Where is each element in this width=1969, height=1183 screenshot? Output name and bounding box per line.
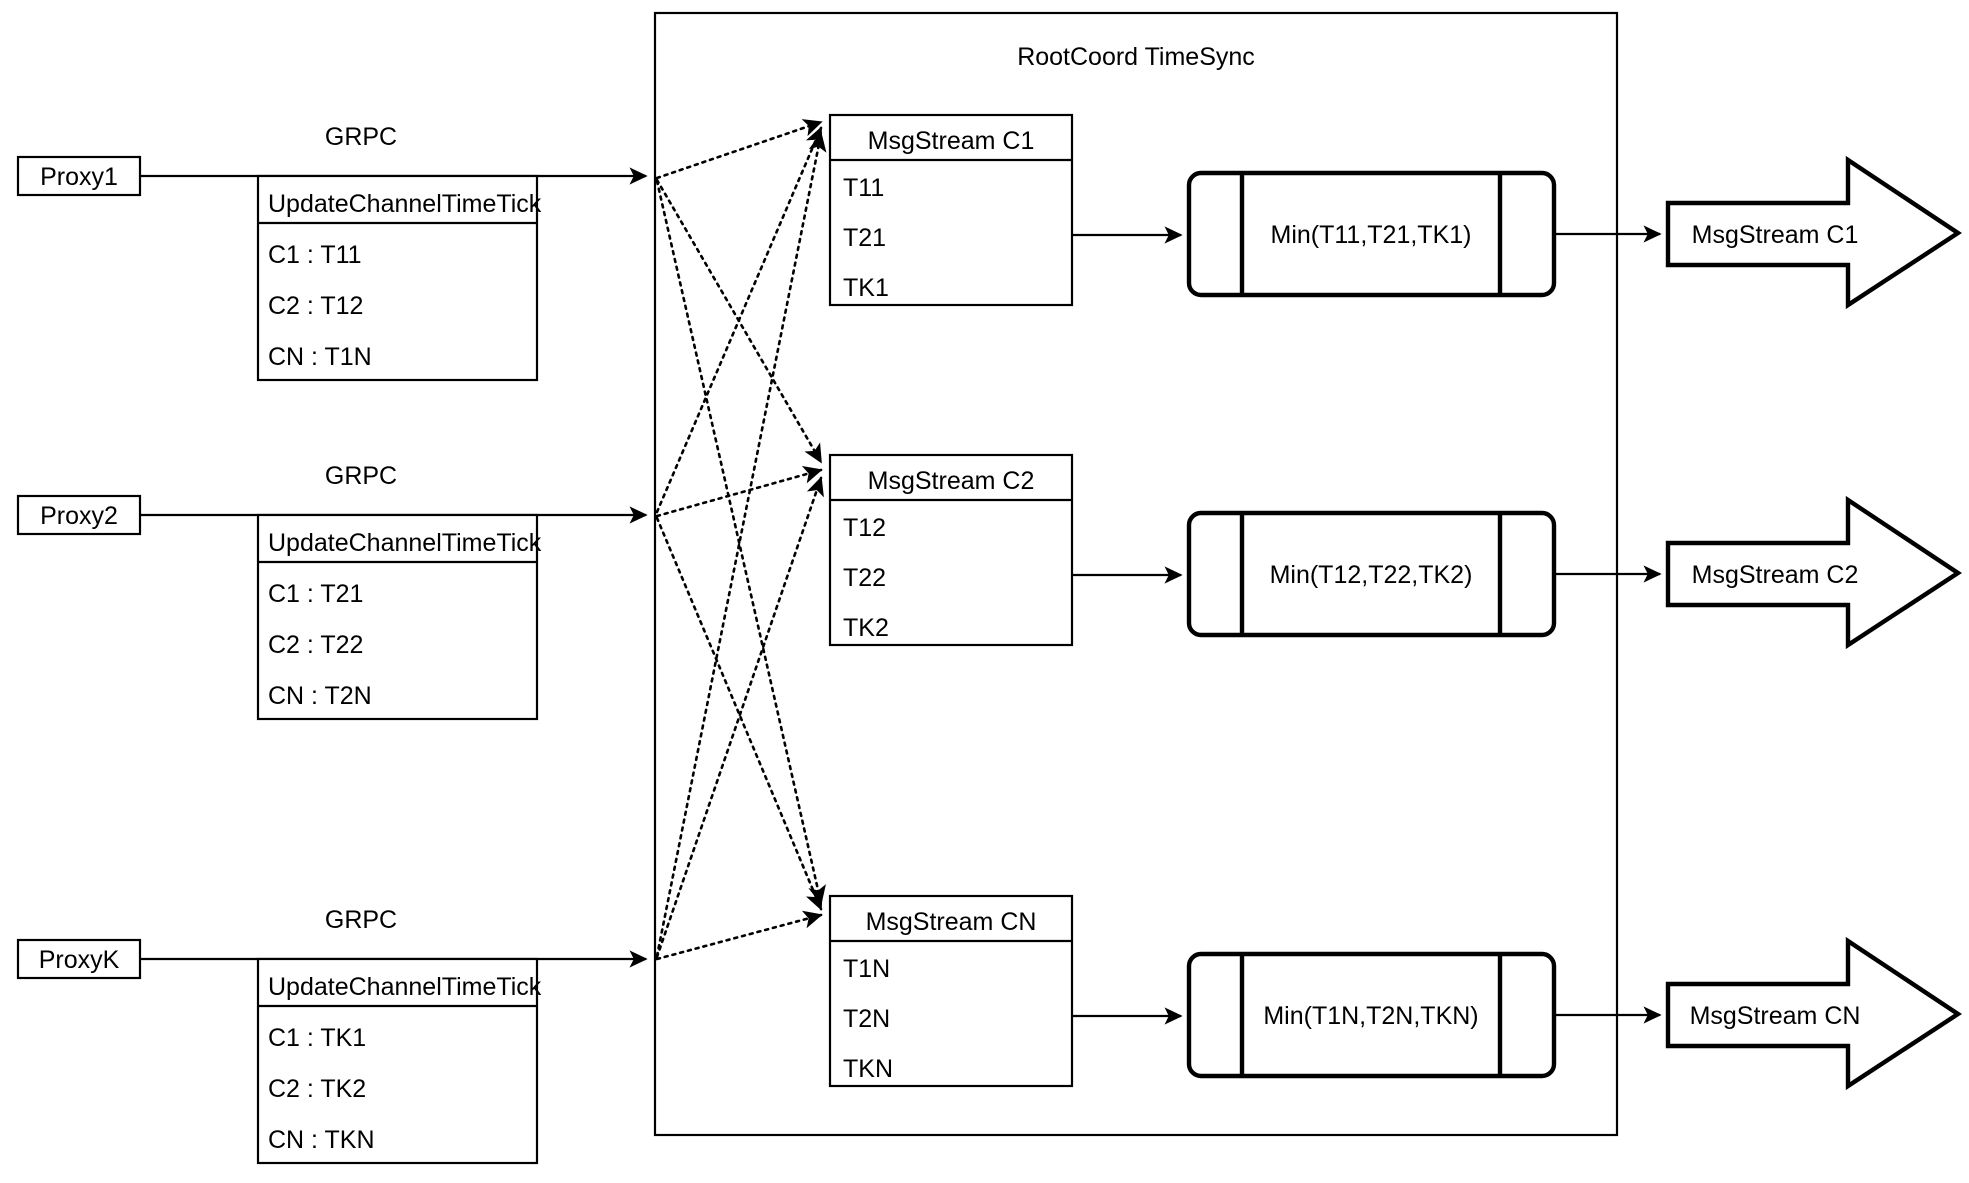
output-label-1: MsgStream C1 [1692, 221, 1859, 249]
msgstream-entry-2-0: T12 [843, 514, 886, 542]
grpc-label-1: GRPC [325, 123, 397, 151]
msgstream-box-2 [828, 453, 1074, 647]
update-timetick-header-2: UpdateChannelTimeTick [268, 529, 542, 557]
update-timetick-entry-3-1: C2 : TK2 [268, 1075, 366, 1103]
msgstream-entry-1-2: TK1 [843, 274, 889, 302]
update-timetick-box-1 [256, 174, 539, 382]
update-timetick-entry-1-2: CN : T1N [268, 343, 372, 371]
routing-edge-pk-c1 [655, 132, 827, 958]
update-timetick-entry-1-1: C2 : T12 [268, 292, 363, 320]
update-timetick-entry-2-2: CN : T2N [268, 682, 372, 710]
output-label-2: MsgStream C2 [1692, 561, 1859, 589]
routing-edge-pk-cn [655, 910, 823, 961]
update-timetick-entry-2-0: C1 : T21 [268, 580, 363, 608]
container-title: RootCoord TimeSync [1017, 43, 1255, 71]
proxy-box-3[interactable] [16, 938, 142, 980]
output-block-arrow-1 [1665, 155, 1962, 310]
update-timetick-header-3: UpdateChannelTimeTick [268, 973, 542, 1001]
msgstream-entry-3-1: T2N [843, 1005, 890, 1033]
msgstream-entry-1-0: T11 [843, 174, 884, 202]
output-block-arrow-3 [1665, 936, 1962, 1091]
proxy-label-2: Proxy2 [40, 502, 118, 530]
msgstream-header-3: MsgStream CN [866, 908, 1037, 936]
msgstream-box-1 [828, 113, 1074, 307]
process-shape-1 [1186, 170, 1557, 298]
update-timetick-box-3 [256, 957, 539, 1165]
msgstream-entry-2-1: T22 [843, 564, 886, 592]
routing-edge-p1-cn [655, 179, 826, 905]
msgstream-box-3 [828, 894, 1074, 1088]
msgstream-header-1: MsgStream C1 [868, 127, 1035, 155]
output-block-arrow-2 [1665, 495, 1962, 650]
proxy-label-1: Proxy1 [40, 163, 118, 191]
proxy-label-3: ProxyK [39, 946, 120, 974]
routing-edge-p2-c1 [655, 126, 823, 514]
process-shape-2 [1186, 510, 1557, 638]
update-timetick-entry-3-2: CN : TKN [268, 1126, 375, 1154]
msgstream-header-2: MsgStream C2 [868, 467, 1035, 495]
update-timetick-header-1: UpdateChannelTimeTick [268, 190, 542, 218]
msgstream-entry-3-0: T1N [843, 955, 890, 983]
update-timetick-entry-1-0: C1 : T11 [268, 241, 362, 269]
grpc-label-2: GRPC [325, 462, 397, 490]
process-label-2: Min(T12,T22,TK2) [1270, 561, 1473, 589]
grpc-label-3: GRPC [325, 906, 397, 934]
output-label-3: MsgStream CN [1690, 1002, 1861, 1030]
process-label-3: Min(T1N,T2N,TKN) [1263, 1002, 1478, 1030]
proxy-box-2[interactable] [16, 494, 142, 536]
msgstream-entry-1-1: T21 [843, 224, 886, 252]
update-timetick-entry-3-0: C1 : TK1 [268, 1024, 366, 1052]
msgstream-entry-2-2: TK2 [843, 614, 889, 642]
update-timetick-entry-2-1: C2 : T22 [268, 631, 363, 659]
routing-edges-proxy-3 [655, 132, 827, 961]
msgstream-entry-3-2: TKN [843, 1055, 893, 1083]
update-timetick-box-2 [256, 513, 539, 721]
proxy-box-1[interactable] [16, 155, 142, 197]
routing-edge-p1-c1 [655, 119, 823, 180]
process-label-1: Min(T11,T21,TK1) [1271, 221, 1472, 249]
